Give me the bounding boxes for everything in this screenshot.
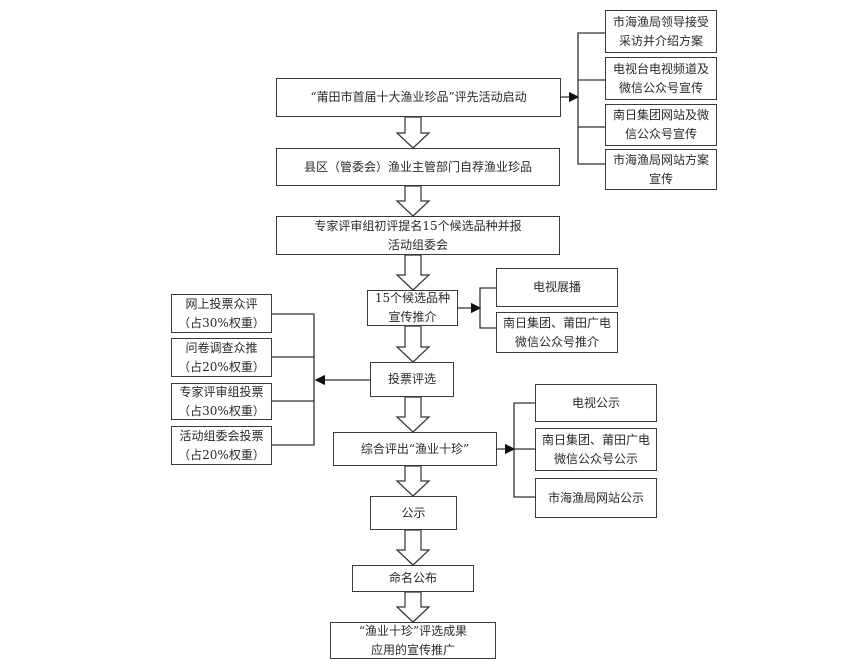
promo-branch: 电视展播 (496, 268, 618, 307)
publicity-branch: 电视公示 (535, 384, 657, 422)
bracket-launch-branches (577, 32, 605, 165)
voting-branch: 问卷调查众推 （占20%权重） (171, 338, 272, 377)
launch-branch: 电视台电视频道及 微信公众号宣传 (605, 57, 717, 100)
step-naming: 命名公布 (352, 565, 474, 592)
flow-down-arrow-icon (395, 396, 431, 433)
publicity-branch: 市海渔局网站公示 (535, 478, 657, 518)
launch-branch: 南日集团网站及微 信公众号宣传 (605, 104, 717, 146)
voting-branch: 专家评审组投票 （占30%权重） (171, 383, 272, 420)
launch-branch: 市海渔局领导接受 采访并介绍方案 (605, 10, 717, 53)
flow-down-arrow-icon (395, 325, 431, 363)
step-candidate-promo: 15个候选品种 宣传推介 (367, 290, 458, 326)
promo-branch: 南日集团、莆田广电 微信公众号推介 (496, 312, 618, 353)
step-publicity: 公示 (370, 496, 457, 530)
voting-branch: 活动组委会投票 （占20%权重） (171, 426, 272, 465)
bracket-promo-branches (479, 287, 496, 329)
flow-down-arrow-icon (395, 254, 431, 291)
flow-down-arrow-icon (395, 116, 431, 149)
flow-down-arrow-icon (395, 529, 431, 566)
step-launch: “莆田市首届十大渔业珍品”评先活动启动 (276, 78, 561, 117)
bracket-voting-branches (272, 313, 315, 446)
flow-down-arrow-icon (395, 185, 431, 217)
launch-branch: 市海渔局网站方案 宣传 (605, 149, 717, 190)
step-expert-nominate: 专家评审组初评提名15个候选品种并报 活动组委会 (276, 216, 560, 255)
flow-down-arrow-icon (395, 591, 431, 623)
bracket-publicity-branches (513, 402, 535, 498)
step-county-recommend: 县区（管委会）渔业主管部门自荐渔业珍品 (276, 148, 560, 186)
step-final-select: 综合评出“渔业十珍” (333, 432, 497, 466)
step-voting: 投票评选 (370, 362, 454, 397)
step-application: “渔业十珍”评选成果 应用的宣传推广 (330, 622, 496, 659)
voting-branch: 网上投票众评 （占30%权重） (171, 294, 272, 333)
flow-down-arrow-icon (395, 465, 431, 497)
publicity-branch: 南日集团、莆田广电 微信公众号公示 (535, 428, 657, 471)
